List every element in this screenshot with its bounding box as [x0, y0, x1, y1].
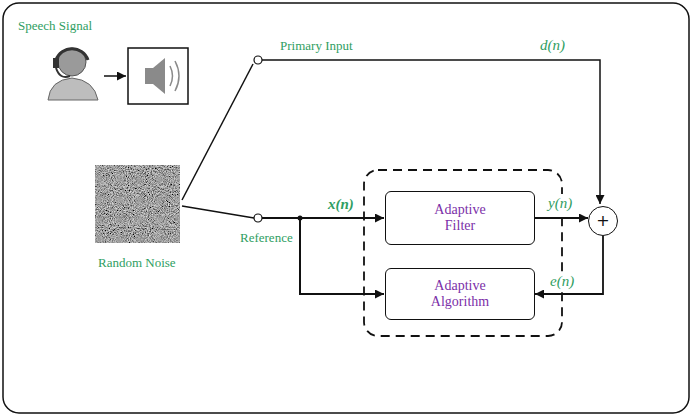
signal-connector — [535, 217, 588, 219]
process-box: Adaptive Filter — [385, 191, 535, 245]
signal-name: d(n) — [540, 36, 565, 54]
junction-dot — [298, 216, 303, 221]
random-noise-image — [95, 165, 180, 243]
reference-branch-wire — [300, 218, 384, 294]
input-label: Primary Input — [280, 38, 353, 54]
node-text: Adaptive Algorithm — [419, 278, 501, 310]
terminal-circle — [254, 56, 262, 64]
terminal-circle — [254, 214, 262, 222]
signal-arrow — [104, 75, 126, 77]
switch-wire — [182, 64, 253, 200]
signal-connector — [535, 236, 603, 294]
input-label: Reference — [240, 230, 293, 246]
primary-wire — [262, 60, 600, 204]
summing-junction: + — [588, 206, 618, 236]
process-box: Adaptive Algorithm — [385, 268, 535, 320]
loudspeaker-symbol — [128, 48, 188, 104]
source-label: Random Noise — [98, 255, 176, 271]
outer-frame — [3, 3, 689, 413]
signal-name: x(n) — [328, 195, 354, 213]
signal-name: y(n) — [546, 194, 574, 212]
node-text: Adaptive Filter — [419, 202, 501, 234]
dashed-group-outline — [364, 170, 562, 336]
switch-wire — [182, 206, 254, 218]
person-with-headset — [48, 48, 98, 100]
signal-title: Speech Signal — [18, 18, 92, 34]
signal-name: e(n) — [548, 272, 576, 290]
reference-wire — [262, 217, 384, 219]
node-text: + — [596, 213, 609, 229]
